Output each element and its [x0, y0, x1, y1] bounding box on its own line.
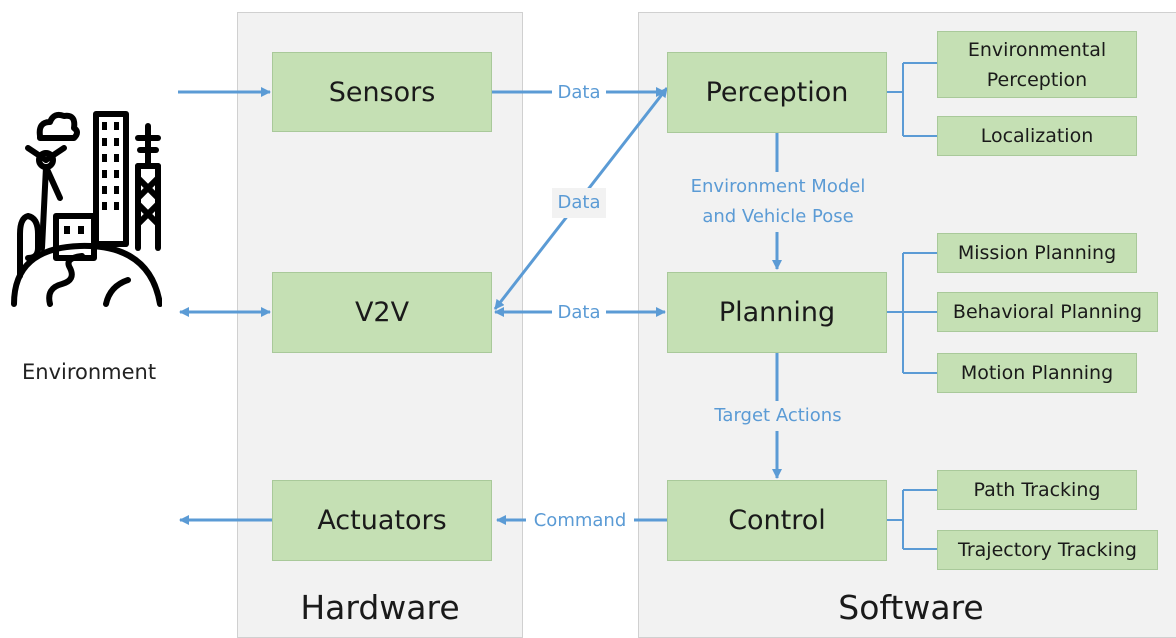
mission-planning-box: Mission Planning: [937, 233, 1137, 273]
path-tracking-box: Path Tracking: [937, 470, 1137, 510]
software-title: Software: [838, 588, 984, 627]
control-box: Control: [667, 480, 887, 561]
perception-box: Perception: [667, 52, 887, 133]
localization-box: Localization: [937, 116, 1137, 156]
city-environment-icon: [11, 111, 162, 307]
v2v-box: V2V: [272, 272, 492, 353]
environmental-perception-line2: Perception: [986, 68, 1088, 91]
env-model-label: Environment Model and Vehicle Pose: [672, 172, 884, 232]
hardware-title: Hardware: [300, 588, 460, 627]
environmental-perception-box: Environmental Perception: [937, 31, 1137, 98]
environment-label: Environment: [22, 360, 157, 384]
data-label-v2v-perception: Data: [552, 188, 606, 218]
data-label-v2v-planning: Data: [552, 298, 606, 328]
trajectory-tracking-box: Trajectory Tracking: [937, 530, 1158, 570]
perception-branch: [887, 62, 937, 137]
planning-box: Planning: [667, 272, 887, 353]
command-label: Command: [526, 506, 634, 536]
motion-planning-box: Motion Planning: [937, 353, 1137, 393]
env-model-line1: Environment Model: [690, 176, 866, 197]
target-actions-label: Target Actions: [697, 401, 859, 431]
env-model-line2: and Vehicle Pose: [702, 206, 854, 227]
environmental-perception-line1: Environmental: [967, 38, 1107, 61]
control-branch: [887, 489, 937, 550]
actuators-box: Actuators: [272, 480, 492, 561]
sensors-box: Sensors: [272, 52, 492, 132]
data-label-sensors: Data: [552, 78, 606, 108]
planning-branch: [887, 252, 937, 374]
behavioral-planning-box: Behavioral Planning: [937, 292, 1158, 332]
